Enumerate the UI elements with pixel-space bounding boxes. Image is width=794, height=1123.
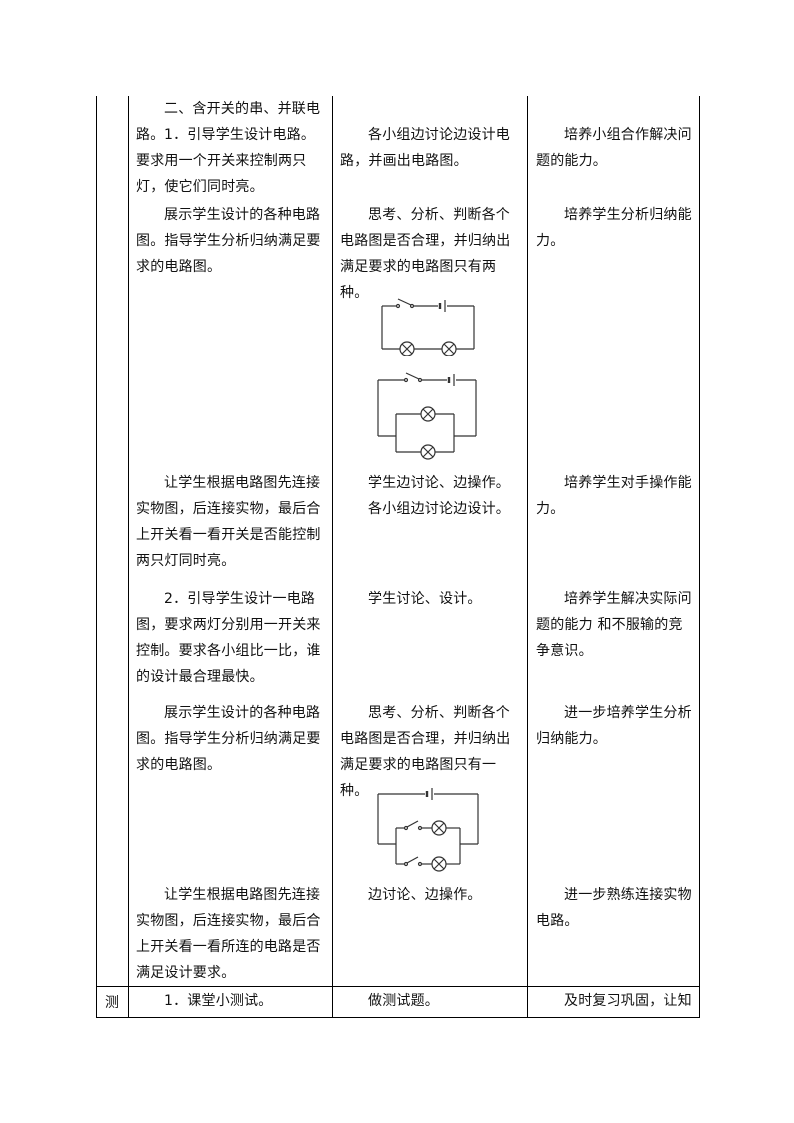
lamp-cross <box>422 408 434 420</box>
teacher-step-1: 1．引导学生设计电路。要求用一个开关来控制两只灯，使它们同时亮。 <box>136 127 316 195</box>
lamp-cross <box>422 446 434 458</box>
switch-icon <box>405 372 420 380</box>
switch-icon <box>406 820 419 828</box>
lamp-cross <box>443 343 455 355</box>
switch-contact <box>403 825 409 831</box>
switch-contact <box>409 303 415 309</box>
intent-1: 培养小组合作解决问题的能力。 <box>536 127 692 169</box>
switch-contact <box>395 303 401 309</box>
student-step-5: 思考、分析、判断各个电路图是否合理，并归纳出满足要求的电路图只有一种。 <box>340 705 511 799</box>
student-step-4: 学生讨论、设计。 <box>368 591 482 607</box>
teacher-step-6: 让学生根据电路图先连接实物图，后连接实物，最后合上开关看一看所连的电路是否满足设… <box>136 887 321 981</box>
switch-contact <box>417 861 423 867</box>
parallel-circuit-main-switch-diagram <box>377 372 477 460</box>
intent-5: 进一步培养学生分析归纳能力。 <box>536 705 692 747</box>
student-step-3a: 学生边讨论、边操作。 <box>368 475 510 491</box>
switch-contact <box>403 377 409 383</box>
test-intent: 及时复习巩固，让知 <box>564 993 692 1009</box>
student-step-2: 思考、分析、判断各个电路图是否合理，并归纳出满足要求的电路图只有两种。 <box>340 207 511 301</box>
series-circuit-diagram <box>381 298 475 356</box>
intent-4: 培养学生解决实际问题的能力 和不服输的竞争意识。 <box>536 591 692 659</box>
student-step-3b: 各小组边讨论边设计。 <box>368 501 510 517</box>
student-step-6: 边讨论、边操作。 <box>368 887 482 903</box>
lamp-cross <box>433 858 445 870</box>
switch-contact <box>417 825 423 831</box>
table-border-bottom <box>96 1017 700 1018</box>
teacher-step-5: 展示学生设计的各种电路图。指导学生分析归纳满足要求的电路图。 <box>136 705 321 773</box>
table-divider-3 <box>527 96 528 1018</box>
test-row-label: 测 <box>105 995 119 1011</box>
table-border-right <box>699 96 700 1018</box>
test-teacher: 1．课堂小测试。 <box>164 993 273 1009</box>
teacher-step-3: 让学生根据电路图先连接实物图，后连接实物，最后合上开关看一看开关是否能控制两只灯… <box>136 475 321 569</box>
table-divider-1 <box>128 96 129 1018</box>
lamp-cross <box>433 822 445 834</box>
teacher-step-2: 展示学生设计的各种电路图。指导学生分析归纳满足要求的电路图。 <box>136 207 321 275</box>
intent-2: 培养学生分析归纳能力。 <box>536 207 692 249</box>
teacher-step-4: 2．引导学生设计一电路图，要求两灯分别用一开关来控制。要求各小组比一比，谁的设计… <box>136 591 321 685</box>
parallel-circuit-branch-switches-diagram <box>377 788 479 872</box>
switch-icon <box>397 298 412 306</box>
intent-6: 进一步熟练连接实物电路。 <box>536 887 692 929</box>
section-heading: 二、含开关的串、并联电路。 <box>136 101 321 143</box>
switch-icon <box>406 856 419 864</box>
switch-contact <box>417 377 423 383</box>
intent-3: 培养学生对手操作能力。 <box>536 475 692 517</box>
lesson-plan-table: 二、含开关的串、并联电路。 1．引导学生设计电路。要求用一个开关来控制两只灯，使… <box>96 96 700 1018</box>
lamp-cross <box>401 343 413 355</box>
student-step-1: 各小组边讨论边设计电路，并画出电路图。 <box>340 127 510 169</box>
table-divider-2 <box>332 96 333 1018</box>
test-student: 做测试题。 <box>368 993 439 1009</box>
switch-contact <box>403 861 409 867</box>
row-divider <box>96 986 700 987</box>
table-border-left <box>96 96 97 1018</box>
